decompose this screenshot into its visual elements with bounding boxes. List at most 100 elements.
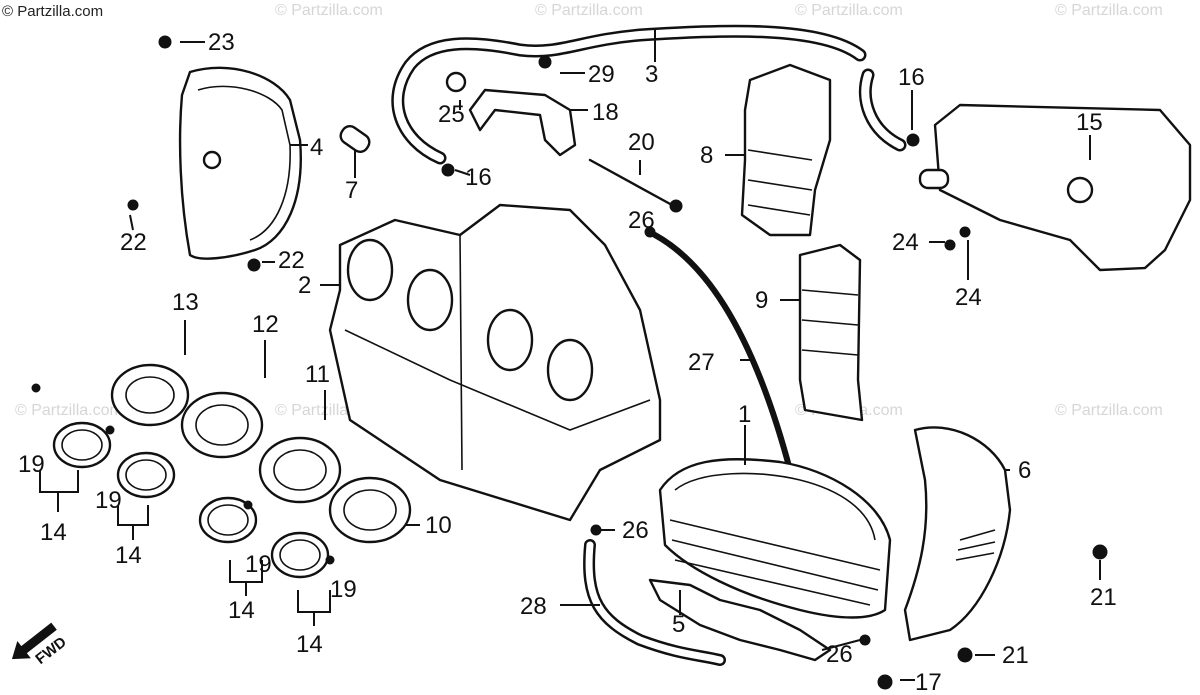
callout-8: 8 xyxy=(700,142,713,169)
callout-16: 16 xyxy=(898,64,925,91)
screw-19[interactable] xyxy=(325,555,335,565)
fasteners xyxy=(31,35,1108,690)
leader-lines xyxy=(39,28,1101,681)
screw-29[interactable] xyxy=(538,55,552,69)
callout-11: 11 xyxy=(305,361,330,388)
case-port xyxy=(406,268,454,332)
bolt-17[interactable] xyxy=(877,674,893,690)
clip-26[interactable] xyxy=(669,199,683,213)
watermark: © Partzilla.com xyxy=(275,2,383,19)
callout-19: 19 xyxy=(330,576,357,603)
joint-bore xyxy=(273,449,327,491)
callout-labels: 23 29 3 4 7 18 25 16 20 26 8 16 15 24 24… xyxy=(18,29,1117,695)
clip-26[interactable] xyxy=(644,226,656,238)
callout-24: 24 xyxy=(892,229,919,256)
joint-13[interactable] xyxy=(110,363,190,427)
clip-16[interactable] xyxy=(441,163,455,177)
callout-23: 23 xyxy=(208,29,235,56)
brand-logo: © Partzilla.com xyxy=(2,3,103,20)
joint-bore xyxy=(195,404,249,446)
long-bolt[interactable] xyxy=(588,158,674,207)
intake-duct-upper[interactable] xyxy=(740,63,832,237)
watermark: © Partzilla.com xyxy=(795,2,903,19)
resonator-cap xyxy=(1066,176,1094,204)
watermark: © Partzilla.com xyxy=(1055,402,1163,419)
cover-grommet xyxy=(202,150,222,170)
air-filter-element[interactable] xyxy=(658,458,892,619)
callout-15: 15 xyxy=(1076,109,1103,136)
grommet[interactable] xyxy=(445,71,467,93)
case-seam xyxy=(344,329,651,431)
callout-19: 19 xyxy=(245,551,272,578)
callout-21: 21 xyxy=(1002,642,1029,669)
case-port xyxy=(546,338,594,402)
clamp-inner xyxy=(207,504,249,536)
intake-joints xyxy=(110,363,412,544)
screw-19[interactable] xyxy=(31,383,41,393)
callout-27: 27 xyxy=(688,349,715,376)
screw-23[interactable] xyxy=(158,35,172,49)
joint-12[interactable] xyxy=(180,391,264,459)
screw-24[interactable] xyxy=(959,226,971,238)
callout-29: 29 xyxy=(588,61,615,88)
callout-4: 4 xyxy=(310,134,323,161)
resonator-chamber[interactable] xyxy=(933,103,1192,272)
screw-22[interactable] xyxy=(247,258,261,272)
joint-pipe[interactable] xyxy=(338,123,373,155)
joint-10[interactable] xyxy=(328,476,412,544)
case-port xyxy=(486,308,534,372)
joint-bore xyxy=(125,376,175,414)
callout-1: 1 xyxy=(738,401,751,428)
right-side-cover[interactable] xyxy=(903,426,1012,642)
callout-2: 2 xyxy=(298,272,311,299)
callout-18: 18 xyxy=(592,99,619,126)
clamp-inner xyxy=(61,429,103,461)
mounting-bracket[interactable] xyxy=(468,88,577,157)
screw-19[interactable] xyxy=(105,425,115,435)
watermark: © Partzilla.com xyxy=(1055,2,1163,19)
clip-26[interactable] xyxy=(859,634,871,646)
drain-tube-upper[interactable] xyxy=(652,232,793,473)
watermark: © Partzilla.com xyxy=(535,2,643,19)
cover-louvers xyxy=(955,529,996,561)
filter-pleats xyxy=(669,519,881,606)
callout-26: 26 xyxy=(628,207,655,234)
filter-holder[interactable] xyxy=(648,578,832,662)
callout-28: 28 xyxy=(520,593,547,620)
callout-24: 24 xyxy=(955,284,982,311)
callout-22: 22 xyxy=(120,229,147,256)
joint-bore xyxy=(343,489,397,531)
nut-21[interactable] xyxy=(1092,544,1108,560)
joint-11[interactable] xyxy=(258,436,342,504)
callout-14: 14 xyxy=(296,631,323,658)
callout-14: 14 xyxy=(115,542,142,569)
arrow-icon xyxy=(11,622,57,660)
filter-top-rim xyxy=(674,472,876,541)
tube-inner xyxy=(585,541,724,664)
case-port xyxy=(346,238,394,302)
callout-16: 16 xyxy=(465,164,492,191)
screw-22[interactable] xyxy=(127,199,139,211)
callout-25: 25 xyxy=(438,101,465,128)
clip-16[interactable] xyxy=(906,133,920,147)
screw-24[interactable] xyxy=(944,239,956,251)
breather-tube-inner xyxy=(393,27,864,162)
callout-6: 6 xyxy=(1018,457,1031,484)
duct-ribs xyxy=(747,149,813,216)
callout-20: 20 xyxy=(628,129,655,156)
intake-duct-lower[interactable] xyxy=(798,243,864,422)
clamp-inner xyxy=(279,539,321,571)
screw-19[interactable] xyxy=(243,500,253,510)
forward-direction-arrow: FWD xyxy=(11,622,70,668)
clip-26[interactable] xyxy=(590,524,602,536)
callout-3: 3 xyxy=(645,61,658,88)
hose-inner xyxy=(861,71,904,149)
callout-14: 14 xyxy=(40,519,67,546)
callout-14: 14 xyxy=(228,597,255,624)
left-side-cover[interactable] xyxy=(178,66,302,260)
case-rib xyxy=(459,234,463,471)
callout-26: 26 xyxy=(826,641,853,668)
nut-21[interactable] xyxy=(957,647,973,663)
